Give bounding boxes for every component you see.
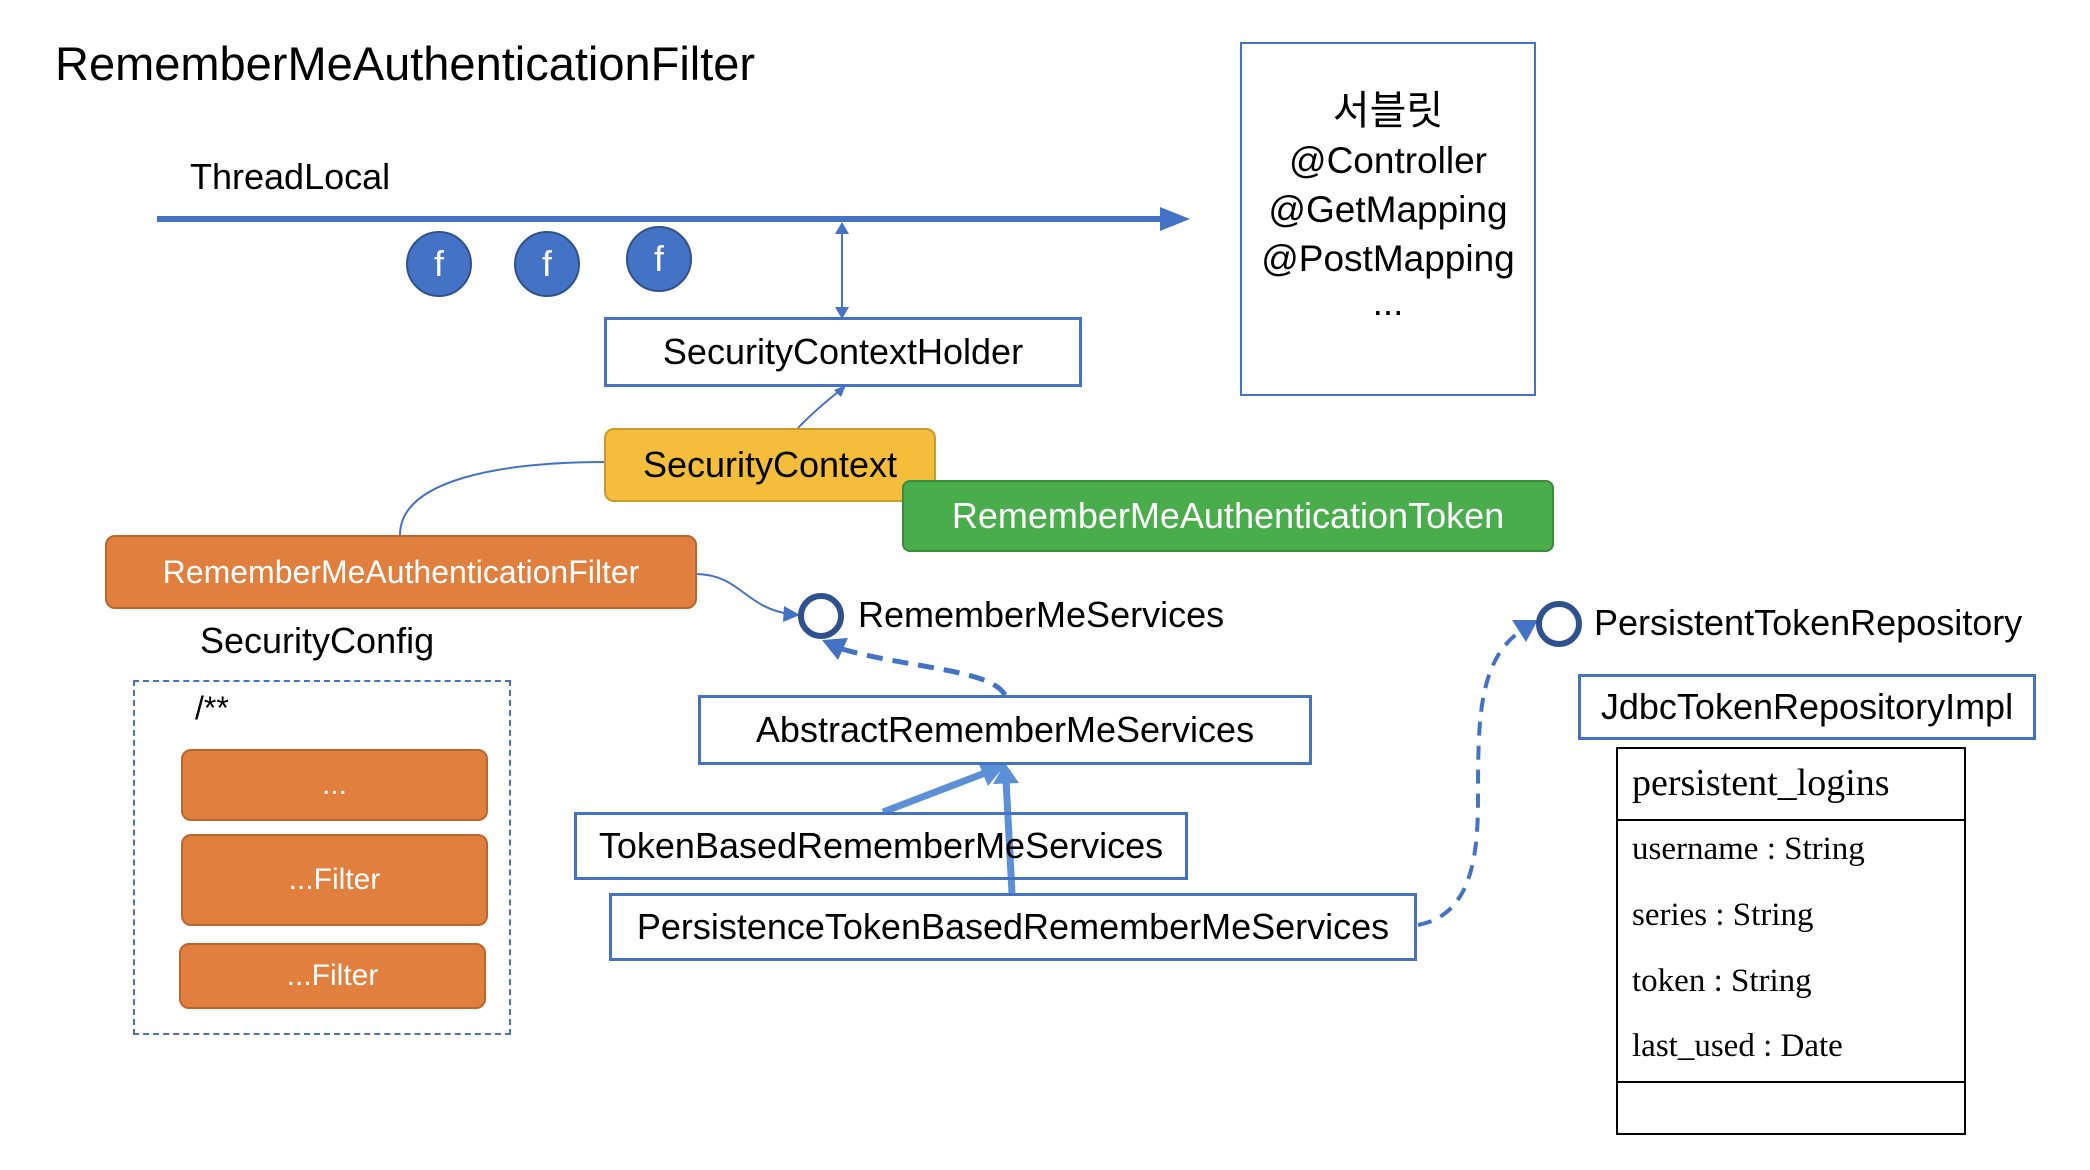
filter-circle-1: f: [406, 231, 472, 297]
persistence-extends-arrowhead: [993, 763, 1019, 784]
servlet-line-3: @GetMapping: [1268, 189, 1508, 230]
threadlocal-label: ThreadLocal: [190, 156, 391, 197]
abstract-remember-me-services: AbstractRememberMeServices: [698, 695, 1312, 765]
filter-to-context-link: [399, 461, 607, 536]
holder-arrow-down-head: [835, 307, 849, 319]
tokenbased-extends-arrowhead: [978, 762, 1006, 786]
servlet-line-2: @Controller: [1289, 140, 1487, 181]
servlet-box: 서블릿 @Controller @GetMapping @PostMapping…: [1240, 42, 1536, 396]
table-column-username: username : String: [1632, 831, 1865, 867]
persistence-repository-arrowhead: [1512, 620, 1538, 642]
persistent-logins-table: persistent_logins username : String seri…: [1616, 747, 1966, 1135]
diagram-title: RememberMeAuthenticationFilter: [55, 37, 756, 90]
security-context-holder: SecurityContextHolder: [604, 317, 1082, 387]
servlet-line-4: @PostMapping: [1261, 238, 1515, 279]
remember-me-services-interface-icon: [798, 593, 844, 639]
filter-services-arrowhead: [783, 606, 800, 622]
remember-me-authentication-filter: RememberMeAuthenticationFilter: [105, 535, 697, 609]
context-holder-arrowhead: [834, 385, 846, 397]
filter-item-3: ...Filter: [179, 943, 486, 1009]
context-to-holder-link: [797, 387, 844, 429]
tokenbased-extends-link: [881, 769, 987, 816]
table-header-divider: [1618, 819, 1964, 821]
security-context: SecurityContext: [604, 428, 936, 502]
security-config-pattern: /**: [195, 690, 229, 726]
servlet-line-5: ...: [1372, 282, 1404, 323]
abstract-implements-link: [831, 643, 1008, 697]
holder-arrow-up-head: [835, 222, 849, 234]
persistence-extends-link: [1002, 779, 1016, 894]
token-based-remember-me-services: TokenBasedRememberMeServices: [574, 812, 1188, 880]
filter-circle-3: f: [626, 226, 692, 292]
security-config-label: SecurityConfig: [200, 620, 435, 661]
abstract-implements-arrowhead: [822, 638, 848, 660]
threadlocal-arrowhead: [1160, 207, 1190, 231]
persistence-to-repository-link: [1417, 628, 1524, 927]
remember-me-authentication-token: RememberMeAuthenticationToken: [902, 480, 1554, 552]
security-config-box: [133, 680, 511, 1035]
filter-item-2: ...Filter: [181, 834, 488, 926]
table-column-series: series : String: [1632, 897, 1814, 933]
filter-circle-2: f: [514, 231, 580, 297]
servlet-line-1: 서블릿: [1332, 89, 1444, 133]
persistence-token-based-remember-me-services: PersistenceTokenBasedRememberMeServices: [609, 893, 1417, 961]
table-column-last-used: last_used : Date: [1632, 1028, 1843, 1064]
jdbc-token-repository-impl: JdbcTokenRepositoryImpl: [1578, 674, 2036, 740]
persistent-token-repository-label: PersistentTokenRepository: [1594, 602, 2023, 643]
table-footer-divider: [1618, 1081, 1964, 1083]
persistent-token-repository-interface-icon: [1536, 601, 1582, 647]
filter-item-1: ...: [181, 749, 488, 821]
filter-to-services-link: [694, 573, 791, 615]
table-column-token: token : String: [1632, 963, 1812, 999]
remember-me-services-label: RememberMeServices: [858, 594, 1225, 635]
table-name: persistent_logins: [1632, 762, 1890, 804]
